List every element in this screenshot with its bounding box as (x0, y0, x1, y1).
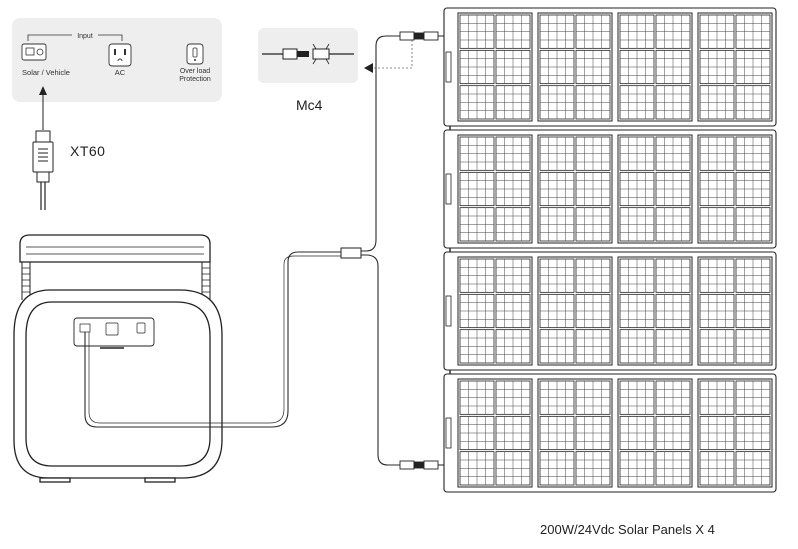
ac-socket-icon (108, 43, 132, 67)
solar-cell-block (537, 378, 613, 488)
solar-cell-block (457, 256, 533, 366)
input-header: Input (77, 33, 93, 40)
overload-label-line1: Over load (180, 68, 210, 75)
solar-cell-block (537, 12, 613, 122)
mc4-label: Mc4 (296, 97, 323, 113)
solar-vehicle-label: Solar / Vehicle (22, 68, 70, 77)
pointer-arrow-icon (364, 63, 373, 73)
solar-panel (443, 7, 777, 127)
branch-connector-icon (340, 247, 362, 259)
overload-protection-icon (186, 43, 204, 65)
solar-panel (443, 251, 777, 371)
solar-cell-block (617, 12, 693, 122)
solar-cell-block (537, 256, 613, 366)
mc4-inset (258, 28, 358, 83)
solar-cell-block (617, 256, 693, 366)
solar-vehicle-port-icon (21, 43, 47, 61)
solar-panel-array (443, 7, 777, 493)
xt60-plug-icon (32, 130, 54, 210)
xt60-label: XT60 (70, 143, 106, 159)
solar-panel (443, 373, 777, 493)
main-cable (84, 251, 342, 428)
overload-label-line2: Protection (179, 76, 211, 83)
ac-label: AC (115, 68, 126, 77)
input-panel: Input Solar / Vehicle AC Over load Prote… (12, 18, 222, 102)
solar-panel (443, 129, 777, 249)
solar-cell-block (617, 378, 693, 488)
solar-cell-block (457, 378, 533, 488)
solar-cell-block (697, 256, 773, 366)
solar-cell-block (537, 134, 613, 244)
solar-cell-block (457, 12, 533, 122)
solar-cell-block (457, 134, 533, 244)
solar-panels-caption: 200W/24Vdc Solar Panels X 4 (540, 522, 715, 537)
solar-cell-block (697, 134, 773, 244)
power-station-icon (13, 234, 223, 483)
mc4-connector-bottom-icon (399, 460, 439, 470)
mc4-connector-top-icon (399, 31, 439, 41)
solar-cell-block (697, 12, 773, 122)
solar-cell-block (617, 134, 693, 244)
arrow-up-icon (39, 86, 47, 130)
solar-cell-block (697, 378, 773, 488)
